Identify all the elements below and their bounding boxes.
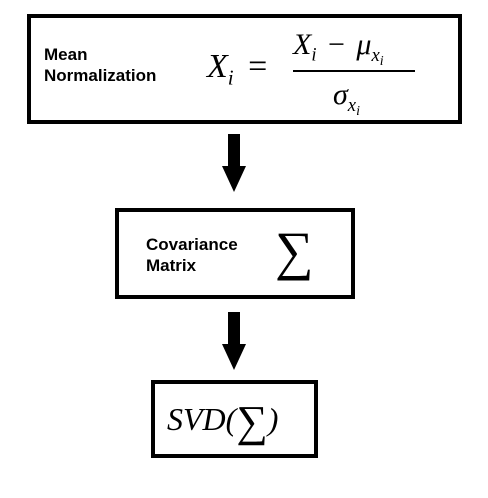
arrow-down-2 (222, 312, 246, 370)
numerator-minus: − (328, 28, 345, 61)
sigma-sum-symbol: ∑ (275, 221, 314, 281)
mean-normalization-label: Mean Normalization (44, 44, 156, 86)
formula-lhs-sub: i (227, 65, 234, 90)
numerator-mu-sub-i: i (379, 53, 384, 69)
numerator-var: X (293, 28, 312, 61)
covariance-matrix-label-line1: Covariance (146, 235, 238, 254)
formula-numerator: Xi − μxi (293, 28, 384, 70)
denominator-sigma-sub: xi (347, 94, 360, 119)
formula-lhs: Xi = (207, 48, 267, 90)
covariance-matrix-label-line2: Matrix (146, 256, 197, 275)
fraction-bar (293, 70, 415, 72)
numerator-mu-sub: xi (371, 44, 384, 69)
mean-normalization-label-line1: Mean (44, 45, 88, 64)
svd-expression: SVD(∑) (167, 396, 278, 447)
formula-denominator: σxi (333, 78, 360, 120)
formula-equals: = (248, 48, 268, 85)
denominator-sigma-sub-x: x (347, 94, 357, 116)
denominator-sigma: σ (333, 78, 348, 111)
svd-suffix: ) (267, 401, 279, 437)
mean-normalization-box: Mean Normalization Xi = Xi − μxi σxi (27, 14, 462, 124)
covariance-matrix-box: Covariance Matrix ∑ (115, 208, 355, 299)
arrow-down-1 (222, 134, 246, 192)
svd-prefix: SVD( (167, 401, 237, 437)
denominator-sigma-sub-i: i (356, 103, 360, 119)
numerator-sub: i (311, 44, 317, 66)
svd-box: SVD(∑) (151, 380, 318, 458)
numerator-mu-sub-x: x (371, 44, 380, 66)
svd-sum-symbol: ∑ (236, 397, 268, 446)
mean-normalization-label-line2: Normalization (44, 66, 157, 85)
numerator-mu: μ (356, 28, 372, 61)
covariance-matrix-label: Covariance Matrix (146, 234, 238, 276)
formula-lhs-var: X (207, 48, 228, 85)
